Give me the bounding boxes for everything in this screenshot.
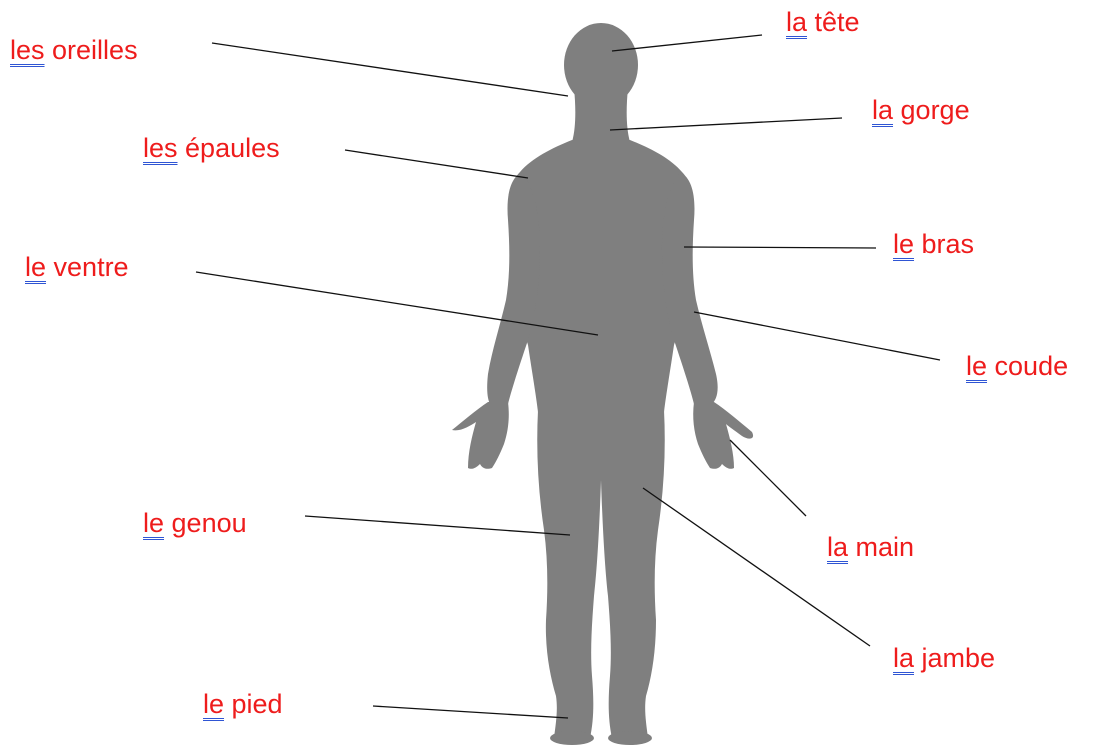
word-bras: bras xyxy=(922,229,975,259)
label-oreilles: les oreilles xyxy=(10,34,138,66)
leader-line-pied xyxy=(373,706,568,718)
word-oreilles: oreilles xyxy=(52,35,138,65)
label-pied: le pied xyxy=(203,688,283,720)
leader-line-oreilles xyxy=(212,43,568,96)
label-tete: la tête xyxy=(786,6,860,38)
article-jambe: la xyxy=(893,643,914,673)
word-ventre: ventre xyxy=(54,252,129,282)
body-silhouette xyxy=(452,23,753,745)
label-gorge: la gorge xyxy=(872,94,970,126)
article-ventre: le xyxy=(25,252,46,282)
leader-line-coude xyxy=(694,312,940,360)
label-bras: le bras xyxy=(893,228,974,260)
leader-line-jambe xyxy=(643,488,870,646)
label-coude: le coude xyxy=(966,350,1068,382)
article-coude: le xyxy=(966,351,987,381)
leader-line-bras xyxy=(684,247,876,248)
article-bras: le xyxy=(893,229,914,259)
word-main: main xyxy=(856,532,915,562)
label-epaules: les épaules xyxy=(143,132,280,164)
article-epaules: les xyxy=(143,133,178,163)
article-tete: la xyxy=(786,7,807,37)
article-gorge: la xyxy=(872,95,893,125)
word-pied: pied xyxy=(232,689,283,719)
article-oreilles: les xyxy=(10,35,45,65)
right-arm-shape xyxy=(662,172,718,404)
leader-line-genou xyxy=(305,516,570,535)
word-genou: genou xyxy=(172,508,247,538)
label-main: la main xyxy=(827,531,914,563)
neck-shape xyxy=(572,88,630,142)
leader-line-epaules xyxy=(345,150,528,178)
left-foot-shape xyxy=(550,731,594,745)
label-jambe: la jambe xyxy=(893,642,995,674)
article-pied: le xyxy=(203,689,224,719)
leader-line-gorge xyxy=(610,118,842,130)
article-genou: le xyxy=(143,508,164,538)
word-epaules: épaules xyxy=(185,133,280,163)
word-gorge: gorge xyxy=(901,95,970,125)
label-genou: le genou xyxy=(143,507,247,539)
leader-line-tete xyxy=(612,35,762,51)
label-ventre: le ventre xyxy=(25,251,129,283)
word-tete: tête xyxy=(815,7,860,37)
article-main: la xyxy=(827,532,848,562)
right-foot-shape xyxy=(608,731,652,745)
word-jambe: jambe xyxy=(922,643,996,673)
right-hand-shape xyxy=(693,402,753,469)
leader-line-main xyxy=(730,440,806,516)
legs-shape xyxy=(537,410,665,738)
left-hand-shape xyxy=(452,402,509,469)
word-coude: coude xyxy=(995,351,1069,381)
